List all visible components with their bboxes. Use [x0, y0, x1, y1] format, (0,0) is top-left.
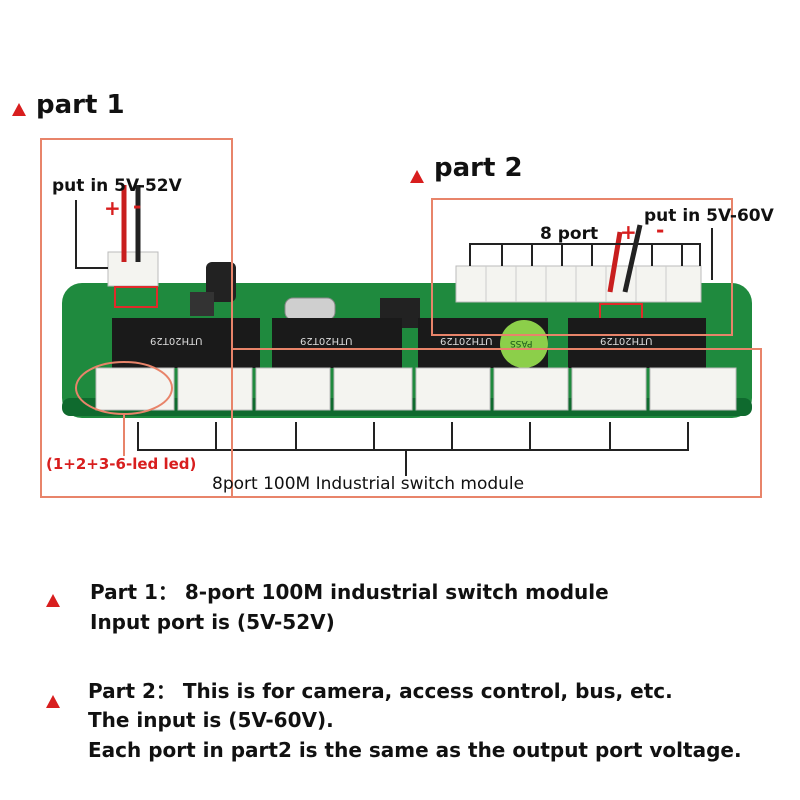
part1-input-label: put in 5V-52V — [52, 176, 182, 196]
part1-plus-sign: + — [104, 196, 121, 220]
note2-line1: Part 2： This is for camera, access contr… — [88, 679, 673, 703]
part2-connector-row — [455, 265, 702, 303]
part1-frame-top-right — [231, 348, 762, 350]
part2-minus-sign: - — [656, 218, 665, 242]
part2-frame — [431, 198, 733, 336]
pass-sticker — [500, 320, 548, 368]
part2-heading: part 2 — [434, 153, 523, 183]
magnetics-chip — [112, 318, 260, 368]
part2-port-label: 8 port — [540, 224, 599, 244]
part2-plus-sign: + — [620, 220, 637, 244]
module-label: 8port 100M Industrial switch module — [212, 474, 525, 494]
note1-line1: Part 1： 8-port 100M industrial switch mo… — [90, 580, 609, 604]
power-connector-part1 — [107, 251, 159, 287]
part1-frame-lower — [40, 348, 762, 498]
pass-sticker-text: PASS — [510, 338, 533, 348]
part1-marker-icon — [12, 103, 26, 116]
note2-line3: Each port in part2 is the same as the ou… — [88, 738, 742, 762]
magnetics-chip — [568, 318, 706, 368]
part1-frame — [40, 138, 233, 498]
part2-marker-icon — [410, 170, 424, 183]
chip-label: UTH20T29 — [440, 335, 493, 346]
part2-port-bracket — [469, 243, 701, 266]
chip-label: UTH20T29 — [600, 335, 653, 346]
note2-marker-icon — [46, 695, 60, 708]
note2-line2: The input is (5V-60V). — [88, 708, 334, 732]
part1-heading: part 1 — [36, 90, 125, 120]
part2-input-label: put in 5V-60V — [644, 206, 774, 226]
chip-label: UTH20T29 — [300, 335, 353, 346]
chip-label: UTH20T29 — [150, 335, 203, 346]
part1-minus-sign: - — [133, 194, 142, 218]
bottom-connector-row — [95, 367, 737, 411]
note1-marker-icon — [46, 594, 60, 607]
led-label: (1+2+3-6-led led) — [46, 455, 197, 473]
magnetics-chip — [272, 318, 402, 368]
note1-line2: Input port is (5V-52V) — [90, 610, 335, 634]
port-bracket — [137, 422, 689, 476]
